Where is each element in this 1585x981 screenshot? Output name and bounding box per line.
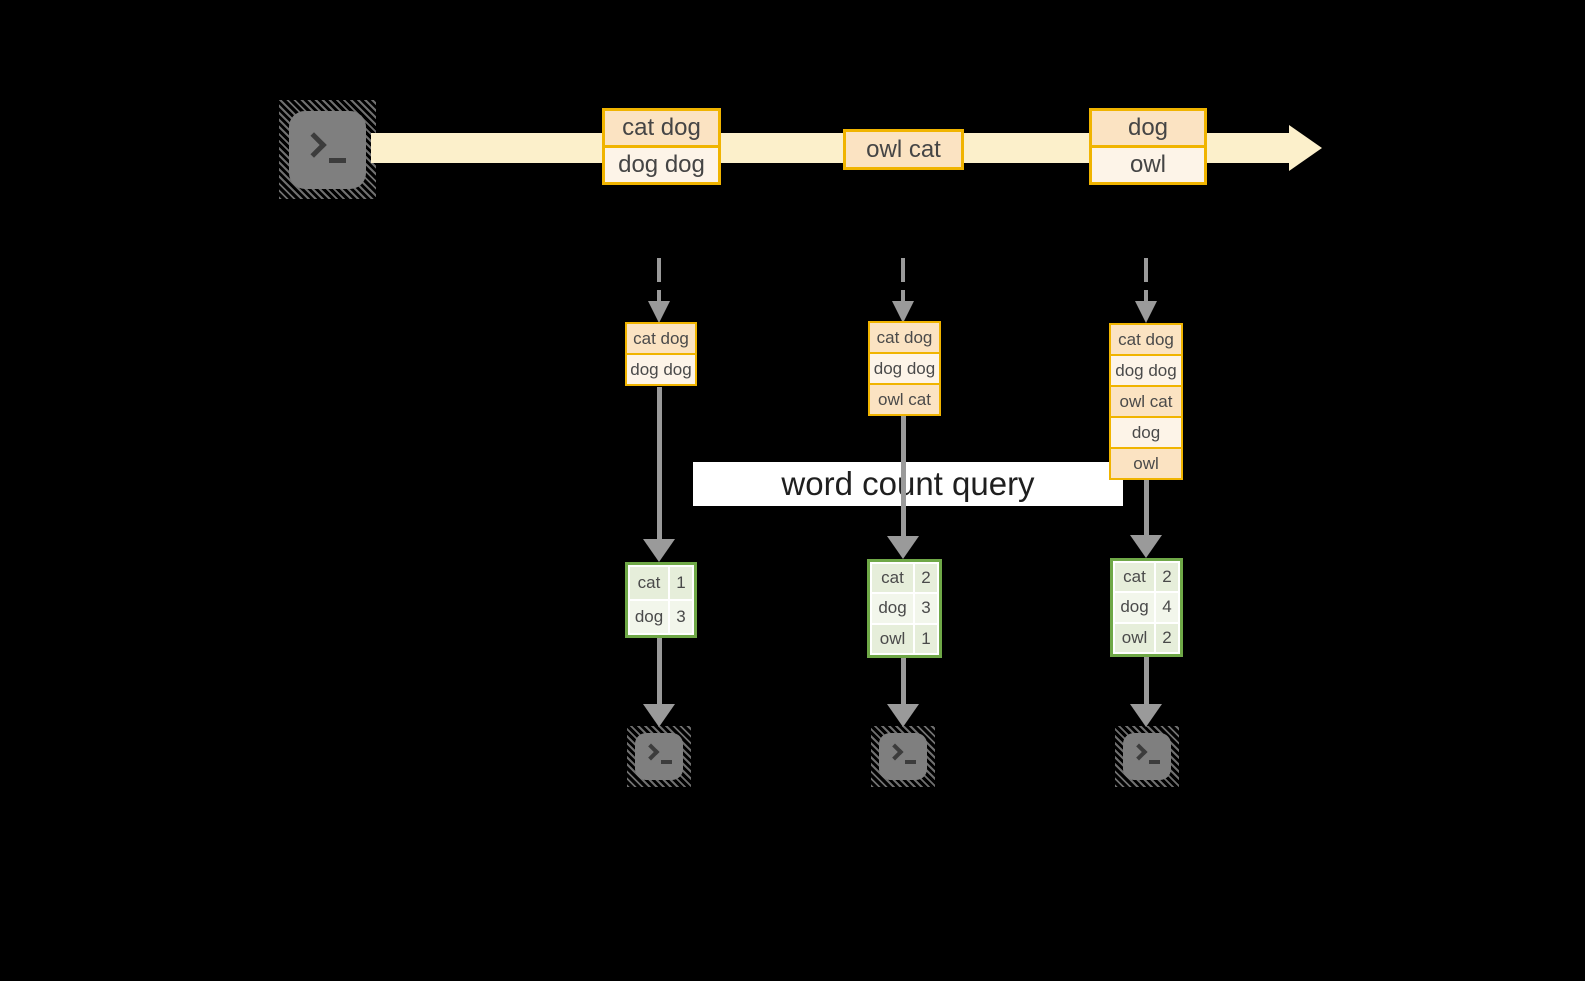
- count-cell: 2: [915, 564, 937, 593]
- buffer-record: cat dog: [1109, 323, 1183, 356]
- prompt-underscore-icon: [905, 760, 916, 764]
- arrow-line: [901, 658, 906, 704]
- word-cell: dog: [872, 594, 913, 623]
- prompt-underscore-icon: [329, 158, 346, 163]
- prompt-chevron-icon: [1130, 743, 1148, 761]
- word-count-query-label: word count query: [693, 462, 1123, 506]
- table-row: cat 2: [1115, 563, 1178, 592]
- arrow-line: [1144, 478, 1149, 535]
- word-cell: owl: [872, 624, 913, 653]
- buffered-records-1: cat dog dog dog: [625, 322, 697, 386]
- prompt-underscore-icon: [1149, 760, 1160, 764]
- word-cell: dog: [630, 601, 668, 633]
- buffer-record: dog dog: [1109, 354, 1183, 387]
- arrow-head-icon: [643, 704, 675, 727]
- table-row: cat 1: [630, 567, 692, 599]
- dashed-arrow-segment: [901, 290, 905, 301]
- event-record: owl: [1089, 145, 1207, 185]
- arrow-line: [657, 638, 662, 704]
- prompt-chevron-icon: [301, 132, 327, 158]
- stream-event-batch-3: dog owl: [1089, 108, 1207, 185]
- arrow-head-icon: [887, 536, 919, 559]
- dashed-arrow-segment: [901, 258, 905, 282]
- buffer-record: owl: [1109, 447, 1183, 480]
- arrow-line: [901, 416, 906, 536]
- event-record: dog dog: [602, 145, 721, 185]
- event-record: cat dog: [602, 108, 721, 148]
- sink-terminal-icon-3: [1115, 726, 1179, 787]
- table-row: dog 4: [1115, 593, 1178, 622]
- stream-arrow-head-icon: [1289, 125, 1322, 171]
- prompt-underscore-icon: [661, 760, 672, 764]
- dashed-arrow-head-icon: [648, 301, 670, 323]
- count-cell: 2: [1156, 563, 1178, 592]
- stream-event-batch-1: cat dog dog dog: [602, 108, 721, 185]
- dashed-arrow-segment: [1144, 258, 1148, 282]
- prompt-chevron-icon: [886, 743, 904, 761]
- word-cell: cat: [630, 567, 668, 599]
- terminal-icon: [1123, 733, 1171, 780]
- count-cell: 1: [670, 567, 692, 599]
- dashed-arrow-segment: [1144, 290, 1148, 301]
- word-cell: dog: [1115, 593, 1154, 622]
- terminal-icon: [635, 733, 683, 780]
- buffered-records-2: cat dog dog dog owl cat: [868, 321, 941, 416]
- terminal-icon: [879, 733, 927, 780]
- dashed-arrow-segment: [657, 290, 661, 301]
- buffer-record: dog dog: [868, 352, 941, 385]
- count-cell: 1: [915, 624, 937, 653]
- table-row: dog 3: [872, 594, 937, 623]
- word-cell: cat: [1115, 563, 1154, 592]
- arrow-head-icon: [1130, 704, 1162, 727]
- buffer-record: cat dog: [625, 322, 697, 355]
- arrow-line: [1144, 657, 1149, 704]
- table-row: owl 2: [1115, 623, 1178, 652]
- dashed-arrow-head-icon: [892, 301, 914, 323]
- event-record: dog: [1089, 108, 1207, 148]
- buffered-records-3: cat dog dog dog owl cat dog owl: [1109, 323, 1183, 480]
- source-terminal-icon: [279, 100, 376, 199]
- terminal-icon: [289, 111, 366, 189]
- table-row: owl 1: [872, 624, 937, 653]
- count-cell: 3: [670, 601, 692, 633]
- buffer-record: owl cat: [868, 383, 941, 416]
- arrow-head-icon: [887, 704, 919, 727]
- buffer-record: owl cat: [1109, 385, 1183, 418]
- table-row: cat 2: [872, 564, 937, 593]
- dashed-arrow-segment: [657, 258, 661, 282]
- arrow-line: [657, 387, 662, 539]
- buffer-record: dog dog: [625, 353, 697, 386]
- count-cell: 4: [1156, 593, 1178, 622]
- word-cell: cat: [872, 564, 913, 593]
- sink-terminal-icon-2: [871, 726, 935, 787]
- event-record: owl cat: [843, 129, 964, 170]
- count-table-1: cat 1 dog 3: [625, 562, 697, 638]
- sink-terminal-icon-1: [627, 726, 691, 787]
- table-row: dog 3: [630, 601, 692, 633]
- count-cell: 2: [1156, 623, 1178, 652]
- stream-event-batch-2: owl cat: [843, 129, 964, 170]
- buffer-record: cat dog: [868, 321, 941, 354]
- count-table-3: cat 2 dog 4 owl 2: [1110, 558, 1183, 657]
- count-cell: 3: [915, 594, 937, 623]
- buffer-record: dog: [1109, 416, 1183, 449]
- word-cell: owl: [1115, 623, 1154, 652]
- dashed-arrow-head-icon: [1135, 301, 1157, 323]
- arrow-head-icon: [643, 539, 675, 562]
- prompt-chevron-icon: [642, 743, 660, 761]
- count-table-2: cat 2 dog 3 owl 1: [867, 559, 942, 658]
- arrow-head-icon: [1130, 535, 1162, 558]
